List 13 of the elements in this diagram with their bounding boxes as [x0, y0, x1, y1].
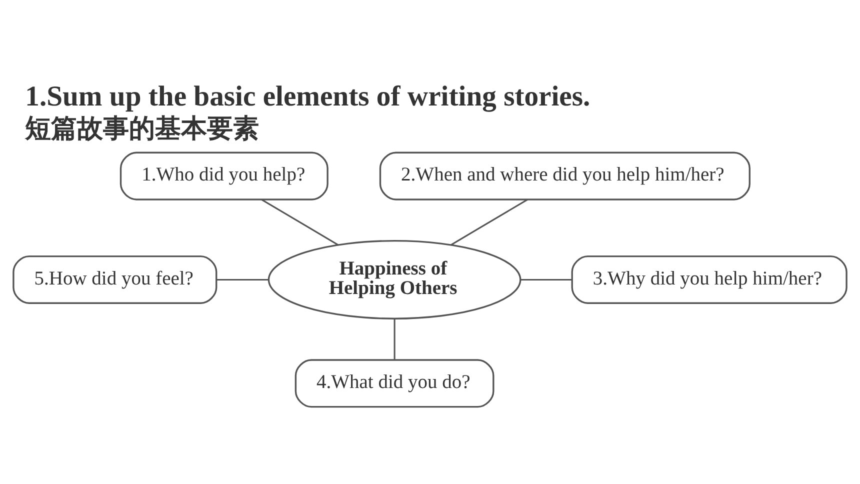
connector	[450, 198, 528, 246]
node-box: 2.When and where did you help him/her?	[379, 152, 750, 200]
diagram-title: 1.Sum up the basic elements of writing stories.	[25, 81, 590, 112]
node-box: 1.Who did you help?	[120, 152, 328, 200]
connector	[394, 318, 396, 360]
node-box: 3.Why did you help him/her?	[571, 255, 848, 304]
node-ellipse: Happiness of Helping Others	[268, 240, 522, 320]
node-box: 5.How did you feel?	[12, 255, 218, 304]
connector	[261, 198, 339, 246]
caption: 短篇故事的基本要素	[25, 114, 260, 144]
node-box: 4.What did you do?	[294, 359, 494, 408]
connector	[216, 278, 268, 280]
connector	[520, 278, 572, 280]
